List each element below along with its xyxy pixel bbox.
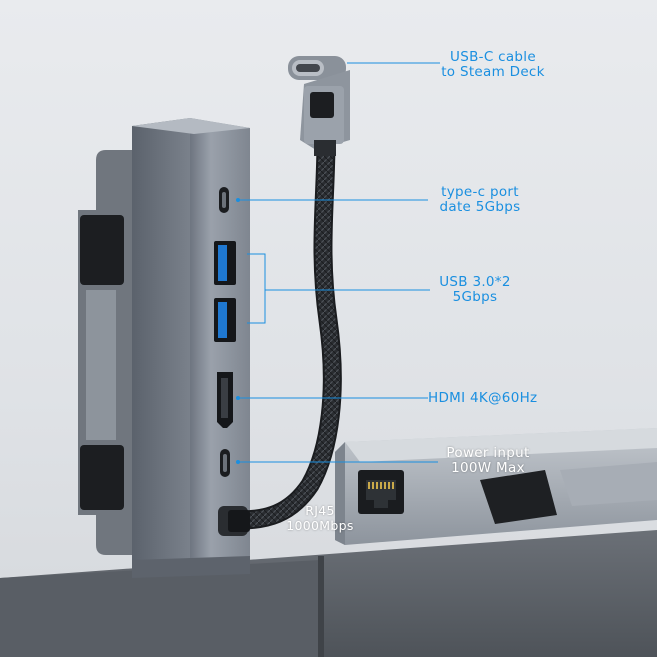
type-c-port-top [219, 187, 229, 213]
callout-type-c-port-line2: date 5Gbps [439, 199, 521, 215]
callout-usb-c-cable-line1: USB-C cable [450, 49, 536, 65]
type-c-port-power [220, 449, 230, 477]
callout-usb3-line2: 5Gbps [452, 289, 498, 305]
callout-rj45: RJ45 1000Mbps [280, 503, 360, 533]
callout-dots [236, 198, 240, 464]
callout-rj45-line2: 1000Mbps [286, 518, 354, 533]
usb-c-connector [288, 56, 350, 156]
hub-horizontal [335, 428, 657, 545]
callout-power-line1: Power input [446, 445, 530, 461]
callout-usb3: USB 3.0*2 5Gbps [430, 275, 520, 305]
callout-rj45-line1: RJ45 [305, 503, 335, 518]
hub-vertical [132, 118, 250, 578]
hdmi-port [217, 372, 233, 428]
callout-lines [238, 62, 440, 463]
callout-usb-c-cable: USB-C cable to Steam Deck [438, 50, 548, 80]
callout-hdmi: HDMI 4K@60Hz [428, 391, 556, 406]
callout-power: Power input 100W Max [436, 446, 540, 476]
usb-c-cable [218, 130, 342, 536]
callout-usb-c-cable-line2: to Steam Deck [441, 64, 545, 80]
callout-hdmi-line1: HDMI 4K@60Hz [428, 390, 538, 406]
callout-type-c-port: type-c port date 5Gbps [428, 185, 532, 215]
callout-power-line2: 100W Max [451, 460, 525, 476]
callout-type-c-port-line1: type-c port [441, 184, 519, 200]
callout-usb3-line1: USB 3.0*2 [439, 274, 511, 290]
callout-line-usb3 [247, 253, 266, 324]
usb-a-port-2 [214, 298, 236, 342]
rj45-port [358, 470, 404, 514]
desk [0, 530, 657, 657]
usb-a-port-1 [214, 241, 236, 285]
clamp-bracket [78, 150, 132, 555]
